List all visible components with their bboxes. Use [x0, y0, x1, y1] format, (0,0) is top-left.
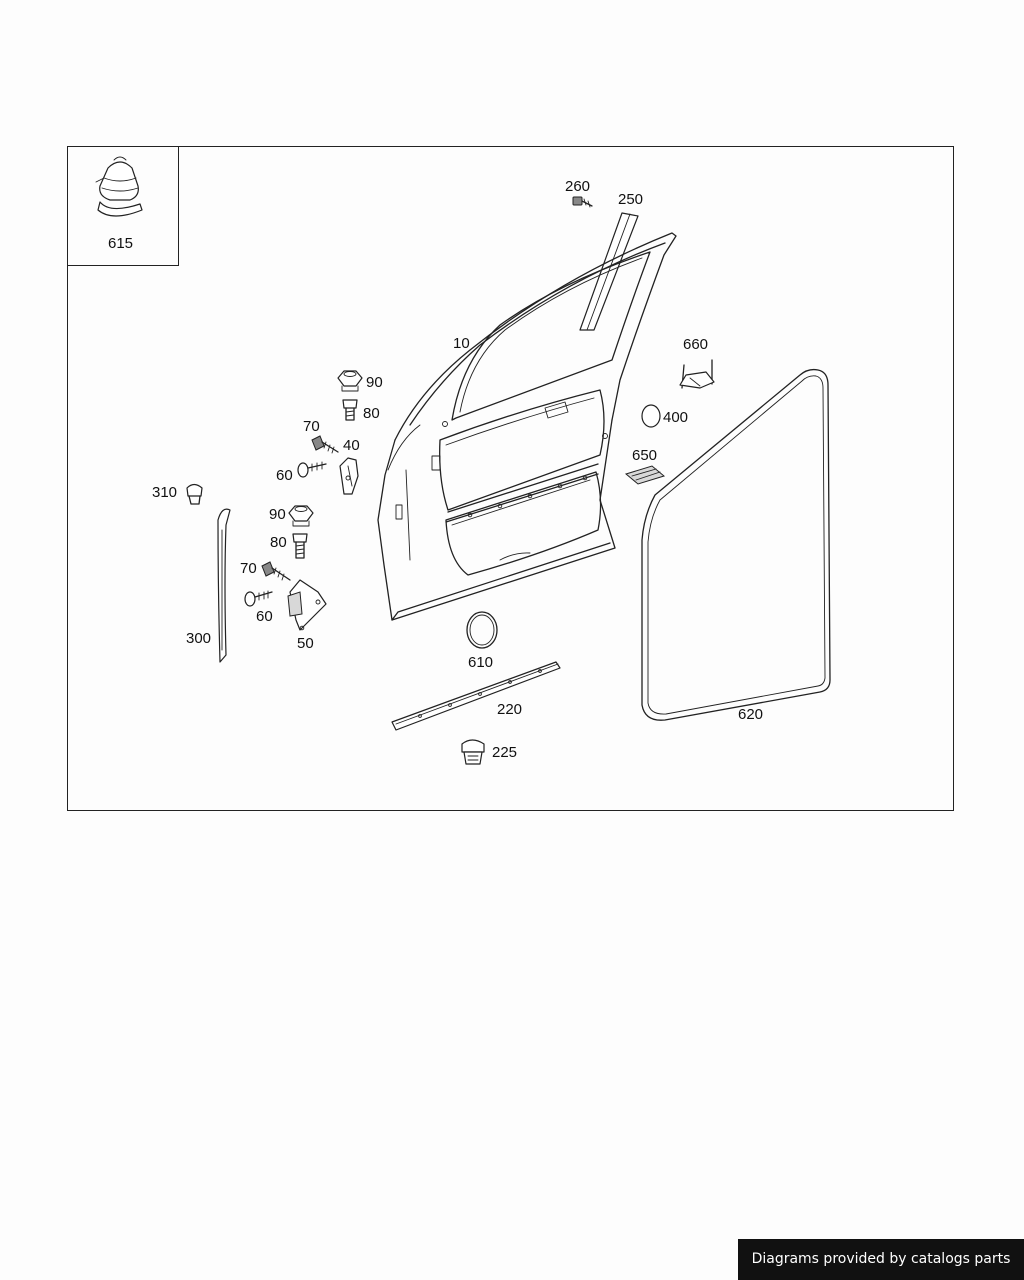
label-225: 225: [492, 744, 517, 761]
label-70-lower: 70: [240, 560, 257, 577]
label-60-lower: 60: [256, 608, 273, 625]
label-310: 310: [152, 484, 177, 501]
label-260: 260: [565, 178, 590, 195]
label-90-lower: 90: [269, 506, 286, 523]
label-300: 300: [186, 630, 211, 647]
part-615-grommet: [95, 156, 143, 217]
footer-credit-badge: Diagrams provided by catalogs parts: [738, 1239, 1024, 1280]
label-400: 400: [663, 409, 688, 426]
part-90-nut-lower: [288, 505, 314, 527]
part-90-nut-upper: [337, 370, 363, 392]
label-220: 220: [497, 701, 522, 718]
part-80-bolt-upper: [342, 399, 358, 421]
part-300-seal-strip: [217, 508, 231, 663]
label-60-upper: 60: [276, 467, 293, 484]
part-70-screw-upper: [311, 435, 339, 454]
part-310-clip: [186, 483, 203, 505]
label-80-upper: 80: [363, 405, 380, 422]
label-90-upper: 90: [366, 374, 383, 391]
part-660-bracket: [679, 359, 715, 389]
part-60-washer-upper: [297, 461, 327, 478]
label-40: 40: [343, 437, 360, 454]
label-620: 620: [738, 706, 763, 723]
part-620-door-seal: [641, 368, 831, 721]
part-225-clip: [461, 739, 485, 765]
label-50: 50: [297, 635, 314, 652]
part-610-ring: [466, 611, 498, 649]
part-50-hinge: [287, 579, 327, 631]
label-250: 250: [618, 191, 643, 208]
part-10-door-shell: [377, 232, 677, 621]
label-80-lower: 80: [270, 534, 287, 551]
label-70-upper: 70: [303, 418, 320, 435]
label-610: 610: [468, 654, 493, 671]
inset-box-615: [67, 146, 179, 266]
part-60-washer-lower: [244, 590, 273, 607]
part-80-bolt-lower: [292, 533, 308, 559]
part-70-screw-lower: [261, 561, 291, 581]
part-260-bolt: [572, 196, 593, 208]
label-660: 660: [683, 336, 708, 353]
part-40-hinge: [339, 457, 359, 495]
part-650-clip: [624, 465, 666, 485]
label-10: 10: [453, 335, 470, 352]
part-220-sill-strip: [391, 661, 561, 731]
label-615: 615: [108, 235, 133, 252]
label-650: 650: [632, 447, 657, 464]
diagram-frame: [67, 146, 954, 811]
part-400-plug: [641, 404, 661, 428]
